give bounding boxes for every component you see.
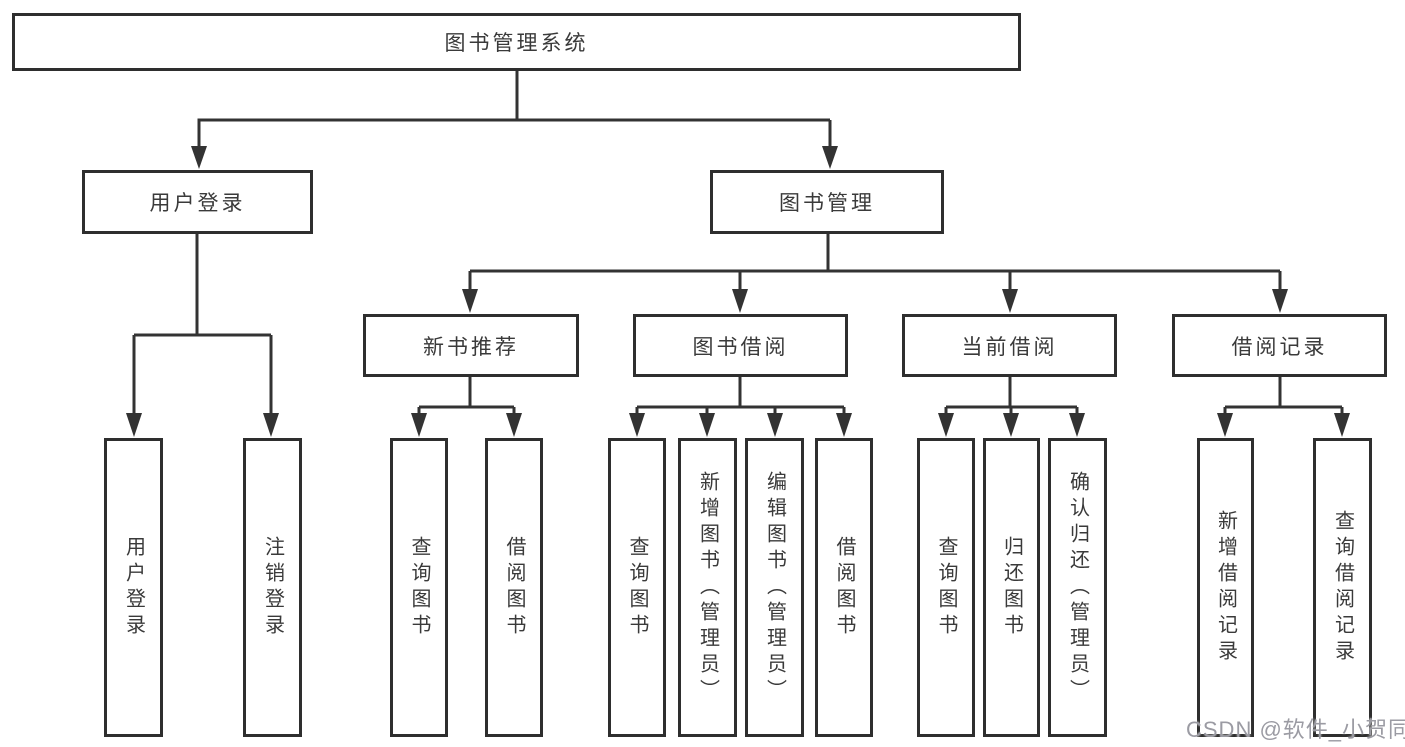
node-query-books-borrowing: 查询图书 (608, 438, 666, 737)
leaf-label: 借阅图书 (503, 535, 525, 640)
leaf-label: 新增借阅记录 (1214, 509, 1237, 666)
leaf-label: 新增图书（管理员） (696, 470, 719, 705)
node-edit-books-admin: 编辑图书（管理员） (745, 438, 804, 737)
node-query-borrow-record: 查询借阅记录 (1313, 438, 1372, 737)
node-new-book-recommendation: 新书推荐 (363, 314, 579, 377)
node-borrowing-records: 借阅记录 (1172, 314, 1387, 377)
leaf-label: 借阅图书 (833, 535, 855, 640)
node-logout: 注销登录 (243, 438, 302, 737)
leaf-label: 确认归还（管理员） (1066, 470, 1089, 705)
node-book-borrowing: 图书借阅 (633, 314, 848, 377)
watermark: CSDN @软件_小贺同学 (1186, 717, 1405, 742)
leaf-label: 查询借阅记录 (1331, 509, 1354, 666)
node-user-login: 用户登录 (82, 170, 313, 234)
leaf-label: 编辑图书（管理员） (763, 470, 786, 705)
leaf-label: 用户登录 (122, 535, 145, 640)
node-add-borrow-record: 新增借阅记录 (1197, 438, 1254, 737)
node-query-books-recommend: 查询图书 (390, 438, 448, 737)
leaf-label: 查询图书 (935, 535, 957, 640)
leaf-label: 查询图书 (408, 535, 430, 640)
node-book-management: 图书管理 (710, 170, 944, 234)
node-login: 用户登录 (104, 438, 163, 737)
node-return-books: 归还图书 (983, 438, 1040, 737)
node-add-books-admin: 新增图书（管理员） (678, 438, 737, 737)
node-root: 图书管理系统 (12, 13, 1021, 71)
node-current-borrowing: 当前借阅 (902, 314, 1117, 377)
node-query-books-current: 查询图书 (917, 438, 975, 737)
leaf-label: 注销登录 (261, 535, 284, 640)
leaf-label: 查询图书 (626, 535, 648, 640)
node-borrow-books-recommend: 借阅图书 (485, 438, 543, 737)
leaf-label: 归还图书 (1000, 535, 1023, 640)
node-confirm-return-admin: 确认归还（管理员） (1048, 438, 1107, 737)
node-borrow-books-borrowing: 借阅图书 (815, 438, 873, 737)
